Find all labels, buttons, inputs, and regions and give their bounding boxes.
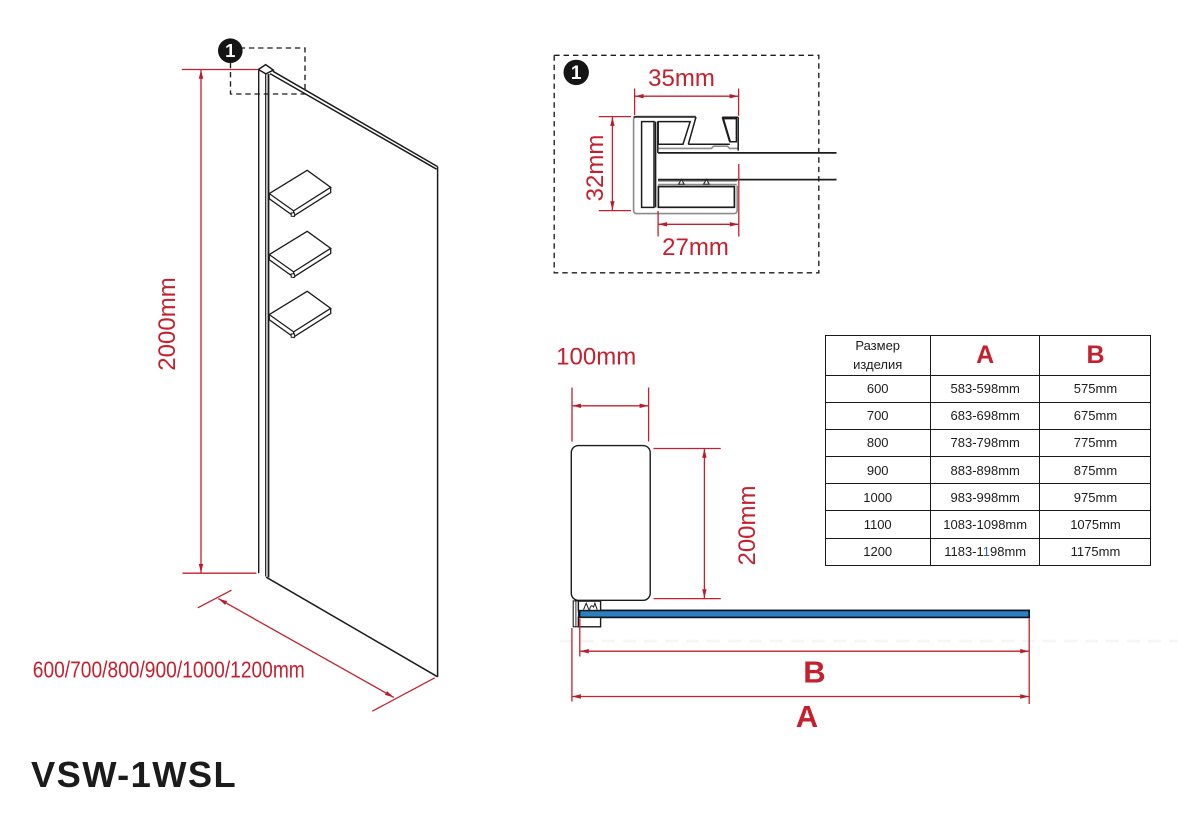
svg-text:1: 1 xyxy=(571,63,582,84)
svg-text:600/700/800/900/1000/1200mm: 600/700/800/900/1000/1200mm xyxy=(33,657,305,683)
svg-text:200mm: 200mm xyxy=(734,485,761,565)
svg-text:35mm: 35mm xyxy=(648,65,715,92)
svg-text:A: A xyxy=(796,699,818,734)
svg-text:32mm: 32mm xyxy=(582,135,609,202)
svg-text:2000mm: 2000mm xyxy=(154,277,181,370)
svg-text:27mm: 27mm xyxy=(662,234,729,261)
svg-text:100mm: 100mm xyxy=(556,343,636,370)
svg-text:B: B xyxy=(803,655,825,690)
svg-text:1: 1 xyxy=(225,40,235,61)
